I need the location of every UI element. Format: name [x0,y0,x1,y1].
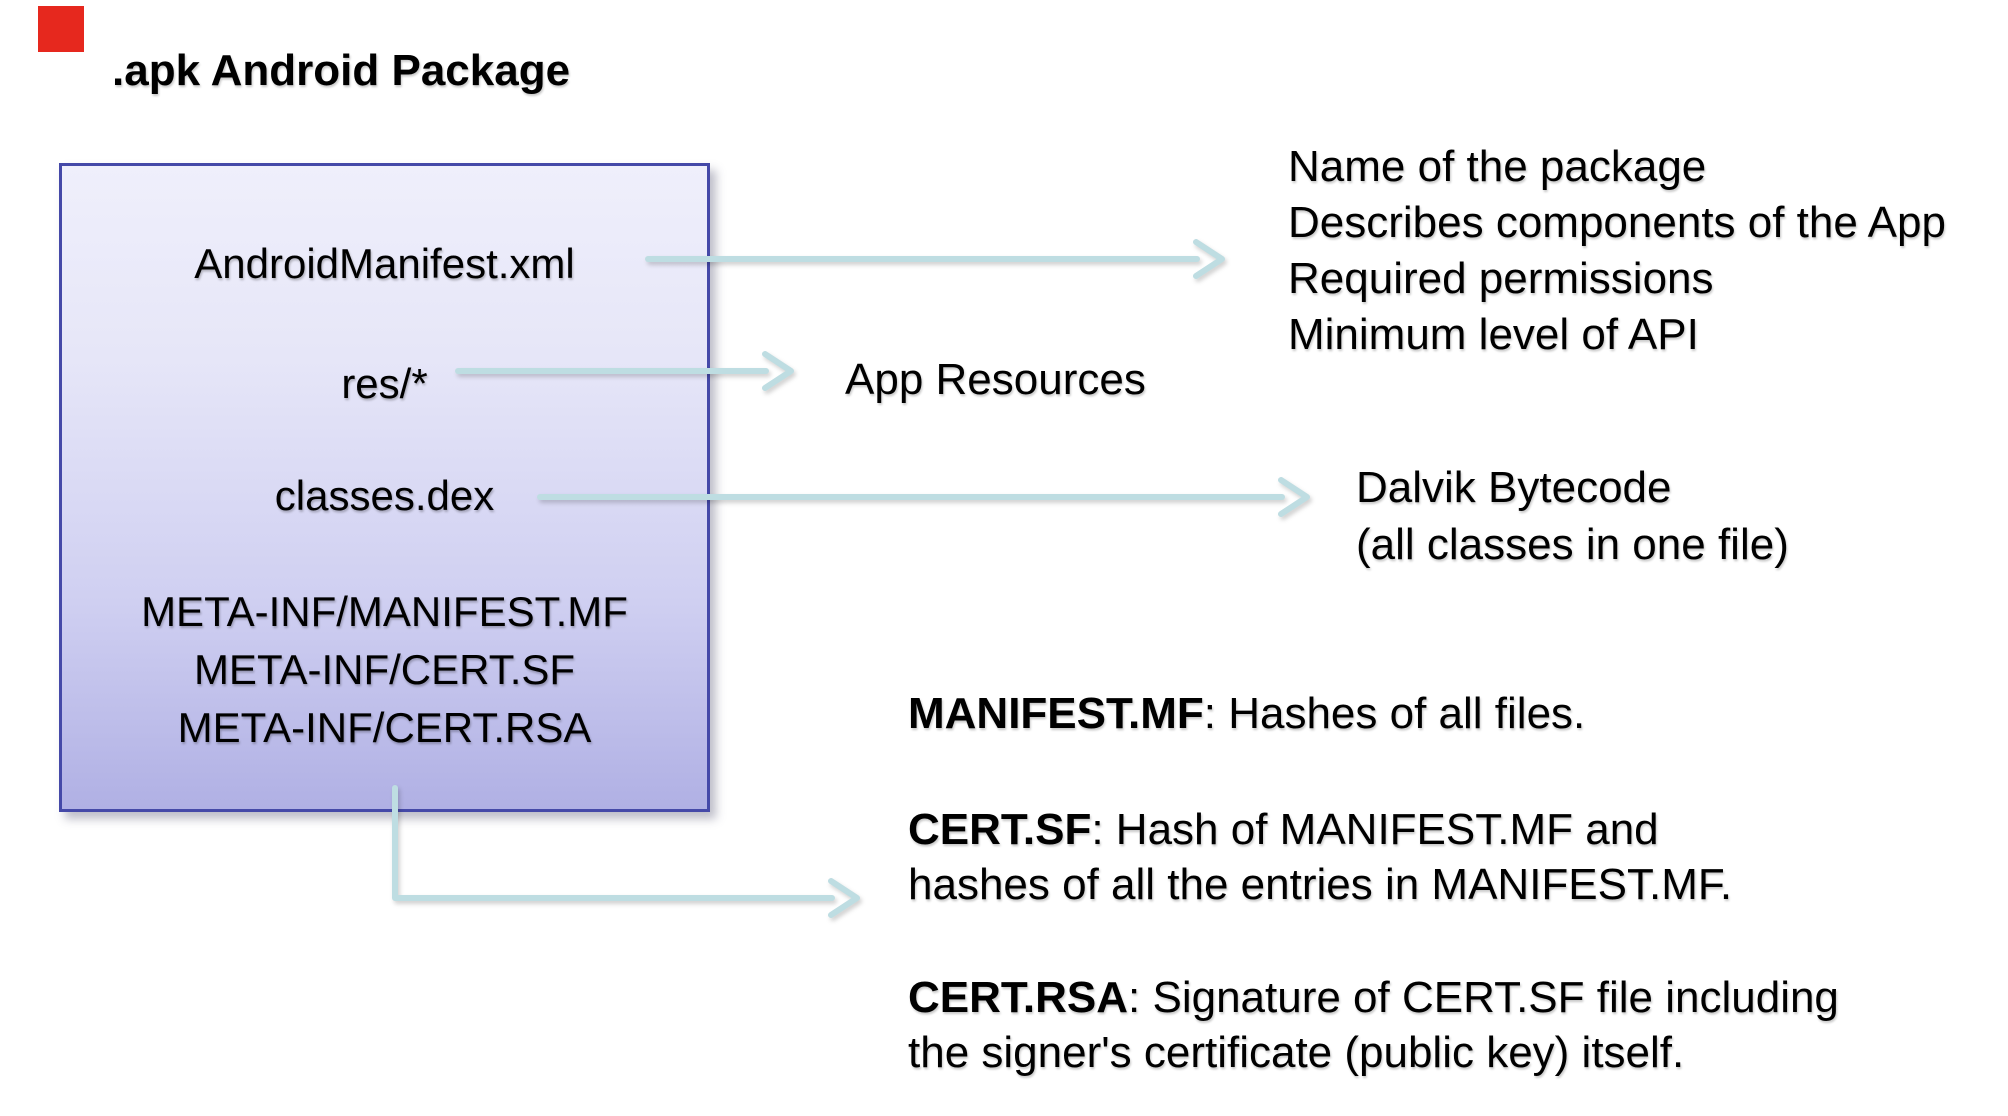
manifest-callout: Name of the package Describes components… [1288,139,1946,363]
apk-package-box: AndroidManifest.xml res/* classes.dex ME… [59,163,710,812]
manifest-callout-line: Describes components of the App [1288,198,1946,247]
dex-callout: Dalvik Bytecode (all classes in one file… [1356,459,1789,573]
red-square-logo [38,6,84,52]
file-meta-inf-manifest-mf: META-INF/MANIFEST.MF [141,588,628,635]
page-title: .apk Android Package [112,46,571,95]
manifest-callout-line: Minimum level of API [1288,310,1699,359]
cert-rsa-text: : Signature of CERT.SF file including [1128,973,1839,1022]
manifest-mf-term: MANIFEST.MF [908,689,1204,738]
cert-rsa-description: CERT.RSA: Signature of CERT.SF file incl… [908,970,1839,1080]
manifest-mf-description: MANIFEST.MF: Hashes of all files. [908,686,1585,741]
file-meta-inf-cert-rsa: META-INF/CERT.RSA [177,704,592,751]
file-classes-dex: classes.dex [274,472,495,519]
dex-callout-line: (all classes in one file) [1356,520,1789,569]
dex-callout-line: Dalvik Bytecode [1356,463,1672,512]
manifest-mf-text: : Hashes of all files. [1203,689,1586,738]
cert-rsa-text-line2: the signer's certificate (public key) it… [908,1028,1685,1077]
manifest-callout-line: Name of the package [1288,142,1707,191]
file-androidmanifest-xml: AndroidManifest.xml [194,240,575,287]
file-meta-inf-cert-sf: META-INF/CERT.SF [193,646,576,693]
file-res: res/* [341,360,428,407]
arrow-manifest-icon [645,239,1225,279]
cert-rsa-term: CERT.RSA [908,973,1129,1022]
cert-sf-text-line2: hashes of all the entries in MANIFEST.MF… [908,860,1733,909]
manifest-callout-line: Required permissions [1288,254,1714,303]
resources-callout: App Resources [845,355,1146,404]
cert-sf-term: CERT.SF [908,805,1092,854]
cert-sf-text: : Hash of MANIFEST.MF and [1091,805,1659,854]
cert-sf-description: CERT.SF: Hash of MANIFEST.MF and hashes … [908,802,1732,912]
